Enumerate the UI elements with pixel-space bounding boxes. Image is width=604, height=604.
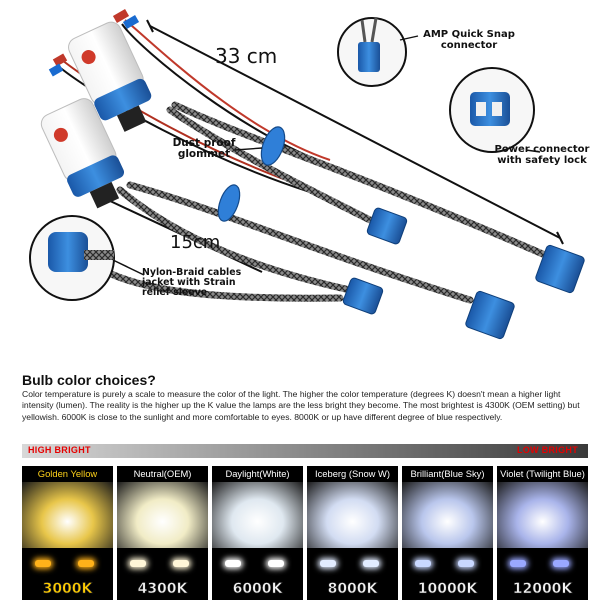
beam-glow xyxy=(402,482,493,548)
car-night-view xyxy=(117,548,208,578)
dimension-33cm-label: 33 cm xyxy=(215,44,278,68)
swatch-name: Violet (Twilight Blue) xyxy=(497,466,588,482)
swatch-temperature: 3000K xyxy=(22,578,113,600)
dimension-15cm-label: 15cm xyxy=(170,232,221,253)
section-description: Color temperature is purely a scale to m… xyxy=(22,389,580,422)
swatch-temperature: 10000K xyxy=(402,578,493,600)
swatch-temperature: 4300K xyxy=(117,578,208,600)
car-night-view xyxy=(497,548,588,578)
headlamp-icon xyxy=(319,560,336,567)
beam-glow xyxy=(22,482,113,548)
wire-terminals xyxy=(48,9,140,77)
headlamp-icon xyxy=(553,560,570,567)
brightness-scale: HIGH BRIGHT LOW BRIGHT xyxy=(22,444,588,458)
callout-dust-grommet: Dust proof glommet xyxy=(172,137,236,161)
color-swatch: Neutral(OEM) 4300K xyxy=(117,466,208,600)
headlamp-icon xyxy=(173,560,190,567)
car-night-view xyxy=(402,548,493,578)
headlamp-icon xyxy=(224,560,241,567)
headlamp-icon xyxy=(34,560,51,567)
callout-amp-connector: AMP Quick Snap connector xyxy=(423,29,515,51)
callout-pointers xyxy=(234,35,541,153)
color-swatch: Iceberg (Snow W) 8000K xyxy=(307,466,398,600)
swatch-name: Brilliant(Blue Sky) xyxy=(402,466,493,482)
car-night-view xyxy=(307,548,398,578)
inset-braided-sleeve xyxy=(29,215,145,301)
swatch-temperature: 12000K xyxy=(497,578,588,600)
high-bright-label: HIGH BRIGHT xyxy=(28,445,91,455)
swatch-temperature: 8000K xyxy=(307,578,398,600)
headlamp-icon xyxy=(458,560,475,567)
swatch-temperature: 6000K xyxy=(212,578,303,600)
section-title: Bulb color choices? xyxy=(22,372,156,388)
beam-glow xyxy=(307,482,398,548)
bulb-unit-bottom xyxy=(40,98,125,209)
headlamp-icon xyxy=(129,560,146,567)
headlamp-icon xyxy=(414,560,431,567)
swatch-name: Neutral(OEM) xyxy=(117,466,208,482)
car-night-view xyxy=(212,548,303,578)
beam-glow xyxy=(117,482,208,548)
beam-glow xyxy=(497,482,588,548)
color-swatch: Brilliant(Blue Sky) 10000K xyxy=(402,466,493,600)
swatch-name: Daylight(White) xyxy=(212,466,303,482)
beam-glow xyxy=(212,482,303,548)
color-swatch: Daylight(White) 6000K xyxy=(212,466,303,600)
dust-grommets xyxy=(217,126,286,222)
headlamp-icon xyxy=(78,560,95,567)
headlamp-icon xyxy=(363,560,380,567)
swatch-name: Golden Yellow xyxy=(22,466,113,482)
headlamp-icon xyxy=(268,560,285,567)
bulb-unit-top xyxy=(68,21,152,132)
callout-nylon-braid: Nylon-Braid cables jacket with Strain re… xyxy=(142,267,242,298)
car-night-view xyxy=(22,548,113,578)
low-bright-label: LOW BRIGHT xyxy=(517,445,578,455)
blue-connectors xyxy=(342,207,585,340)
headlamp-icon xyxy=(509,560,526,567)
inset-amp-connector xyxy=(337,17,407,87)
color-swatch: Golden Yellow 3000K xyxy=(22,466,113,600)
dimension-line-33cm xyxy=(146,19,564,245)
swatch-name: Iceberg (Snow W) xyxy=(307,466,398,482)
callout-power-connector: Power connector with safety lock xyxy=(494,144,590,166)
inset-power-connector xyxy=(449,67,535,153)
color-swatch: Violet (Twilight Blue) 12000K xyxy=(497,466,588,600)
product-photo xyxy=(29,9,585,340)
